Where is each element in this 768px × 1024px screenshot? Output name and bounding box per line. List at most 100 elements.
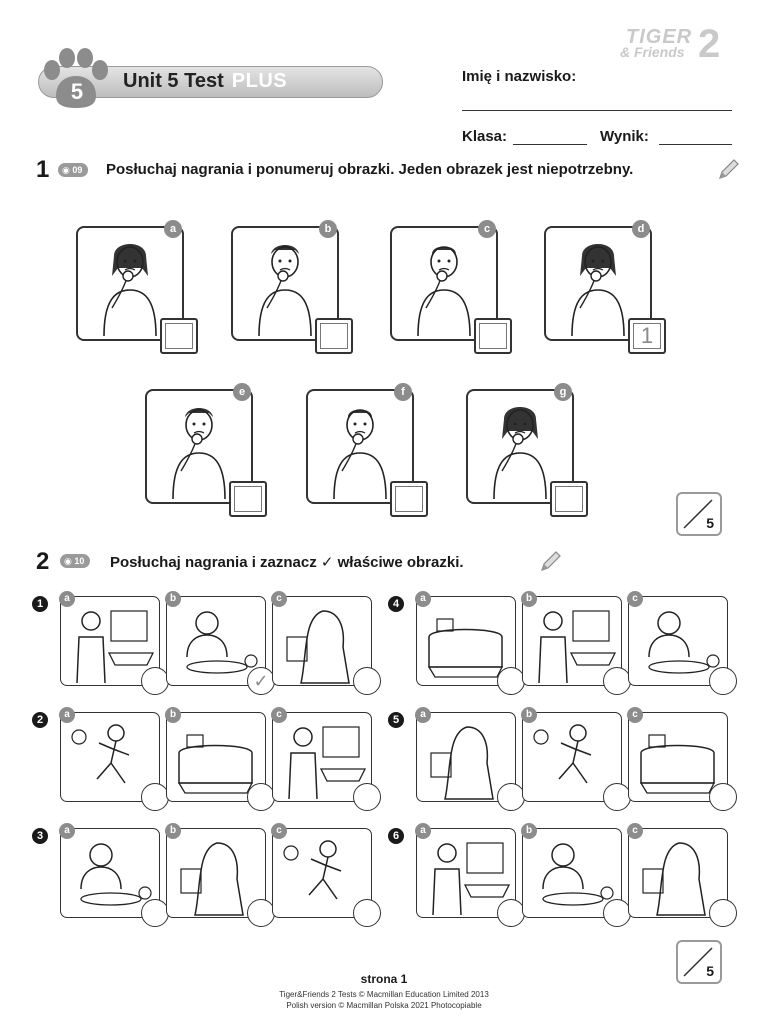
page-number: strona 1 [360, 972, 408, 986]
check-circle-3a[interactable] [141, 899, 169, 927]
picture-letter: a [415, 591, 431, 607]
answer-value [162, 320, 196, 352]
class-label: Klasa: [462, 128, 508, 145]
check-circle-1b[interactable]: ✓ [247, 667, 275, 695]
check-circle-3b[interactable] [247, 899, 275, 927]
answer-box-f[interactable] [390, 481, 428, 517]
picture-letter: b [165, 707, 181, 723]
check-circle-3c[interactable] [353, 899, 381, 927]
row-3-picture-b: b [165, 823, 275, 927]
check-circle-4a[interactable] [497, 667, 525, 695]
row-number-6: 6 [388, 828, 404, 844]
row-2-picture-c: c [271, 707, 381, 811]
picture-letter: b [521, 591, 537, 607]
card-letter: e [233, 383, 251, 401]
row-2-picture-b: b [165, 707, 275, 811]
person-illustration [172, 408, 226, 500]
row-number-1: 1 [32, 596, 48, 612]
check-circle-2c[interactable] [353, 783, 381, 811]
score-field[interactable] [659, 144, 732, 145]
check-circle-6b[interactable] [603, 899, 631, 927]
speaker-icon: ◉ [64, 556, 75, 566]
picture-card-b: b [231, 220, 353, 354]
row-2-picture-a: a [59, 707, 169, 811]
check-circle-6c[interactable] [709, 899, 737, 927]
answer-box-d[interactable]: 1 [628, 318, 666, 354]
audio-track-10[interactable]: ◉ 10 [60, 554, 91, 568]
scene-illustration [432, 842, 511, 916]
paw-icon [44, 48, 108, 108]
scene-illustration [76, 610, 155, 684]
person-illustration [493, 407, 547, 500]
answer-value [317, 320, 351, 352]
picture-letter: a [59, 591, 75, 607]
card-letter: a [164, 220, 182, 238]
picture-letter: c [271, 591, 287, 607]
name-label: Imię i nazwisko: [462, 68, 577, 85]
card-letter: c [478, 220, 496, 238]
answer-box-c[interactable] [474, 318, 512, 354]
picture-letter: c [271, 823, 287, 839]
answer-value [476, 320, 510, 352]
card-letter: b [319, 220, 337, 238]
scene-illustration [286, 610, 350, 684]
scene-illustration [533, 724, 592, 784]
row-3-picture-a: a [59, 823, 169, 927]
check-circle-2b[interactable] [247, 783, 275, 811]
answer-box-a[interactable] [160, 318, 198, 354]
picture-card-c: c [390, 220, 512, 354]
scene-illustration [80, 843, 152, 906]
row-1-picture-b: b✓ [165, 591, 275, 695]
picture-letter: a [59, 707, 75, 723]
row-5-picture-c: c [627, 707, 737, 811]
copyright-line-2: Polish version © Macmillan Polska 2021 P… [286, 1001, 482, 1010]
scene-illustration [642, 842, 706, 916]
picture-letter: c [271, 707, 287, 723]
card-letter: d [632, 220, 650, 238]
scene-illustration [648, 611, 720, 674]
exercise-2-score-box: 5 [676, 940, 722, 984]
check-circle-4c[interactable] [709, 667, 737, 695]
picture-card-f: f [306, 383, 428, 517]
check-circle-6a[interactable] [497, 899, 525, 927]
score-label: Wynik: [600, 128, 649, 145]
row-1-picture-c: c [271, 591, 381, 695]
check-circle-4b[interactable] [603, 667, 631, 695]
exercise-1-number: 1 [36, 156, 50, 183]
picture-letter: b [521, 707, 537, 723]
check-circle-2a[interactable] [141, 783, 169, 811]
check-circle-5c[interactable] [709, 783, 737, 811]
picture-card-a: a [76, 220, 198, 354]
audio-track-09[interactable]: ◉ 09 [58, 163, 89, 177]
card-letter: f [394, 383, 412, 401]
exercise-2-number: 2 [36, 548, 50, 575]
answer-box-g[interactable] [550, 481, 588, 517]
row-number-3: 3 [32, 828, 48, 844]
row-3-picture-c: c [271, 823, 381, 927]
row-6-picture-a: a [415, 823, 525, 927]
check-circle-5b[interactable] [603, 783, 631, 811]
check-circle-1c[interactable] [353, 667, 381, 695]
name-field[interactable] [462, 110, 732, 111]
exercise-2-instruction: Posłuchaj nagrania i zaznacz ✓ właściwe … [110, 554, 464, 571]
picture-letter: a [415, 707, 431, 723]
copyright-line-1: Tiger&Friends 2 Tests © Macmillan Educat… [279, 990, 489, 999]
class-field[interactable] [513, 144, 587, 145]
row-number-2: 2 [32, 712, 48, 728]
picture-letter: c [627, 823, 643, 839]
row-number-4: 4 [388, 596, 404, 612]
check-circle-5a[interactable] [497, 783, 525, 811]
scene-illustration [288, 726, 367, 800]
answer-value [392, 483, 426, 515]
answer-value: 1 [640, 323, 654, 348]
card-letter: g [554, 383, 572, 401]
row-1-picture-a: a [59, 591, 169, 695]
picture-letter: a [415, 823, 431, 839]
answer-box-b[interactable] [315, 318, 353, 354]
exercise-1-instruction: Posłuchaj nagrania i ponumeruj obrazki. … [106, 161, 634, 178]
tiger-friends-logo: TIGER & Friends 2 [620, 22, 721, 66]
answer-box-e[interactable] [229, 481, 267, 517]
picture-letter: b [521, 823, 537, 839]
check-circle-1a[interactable] [141, 667, 169, 695]
